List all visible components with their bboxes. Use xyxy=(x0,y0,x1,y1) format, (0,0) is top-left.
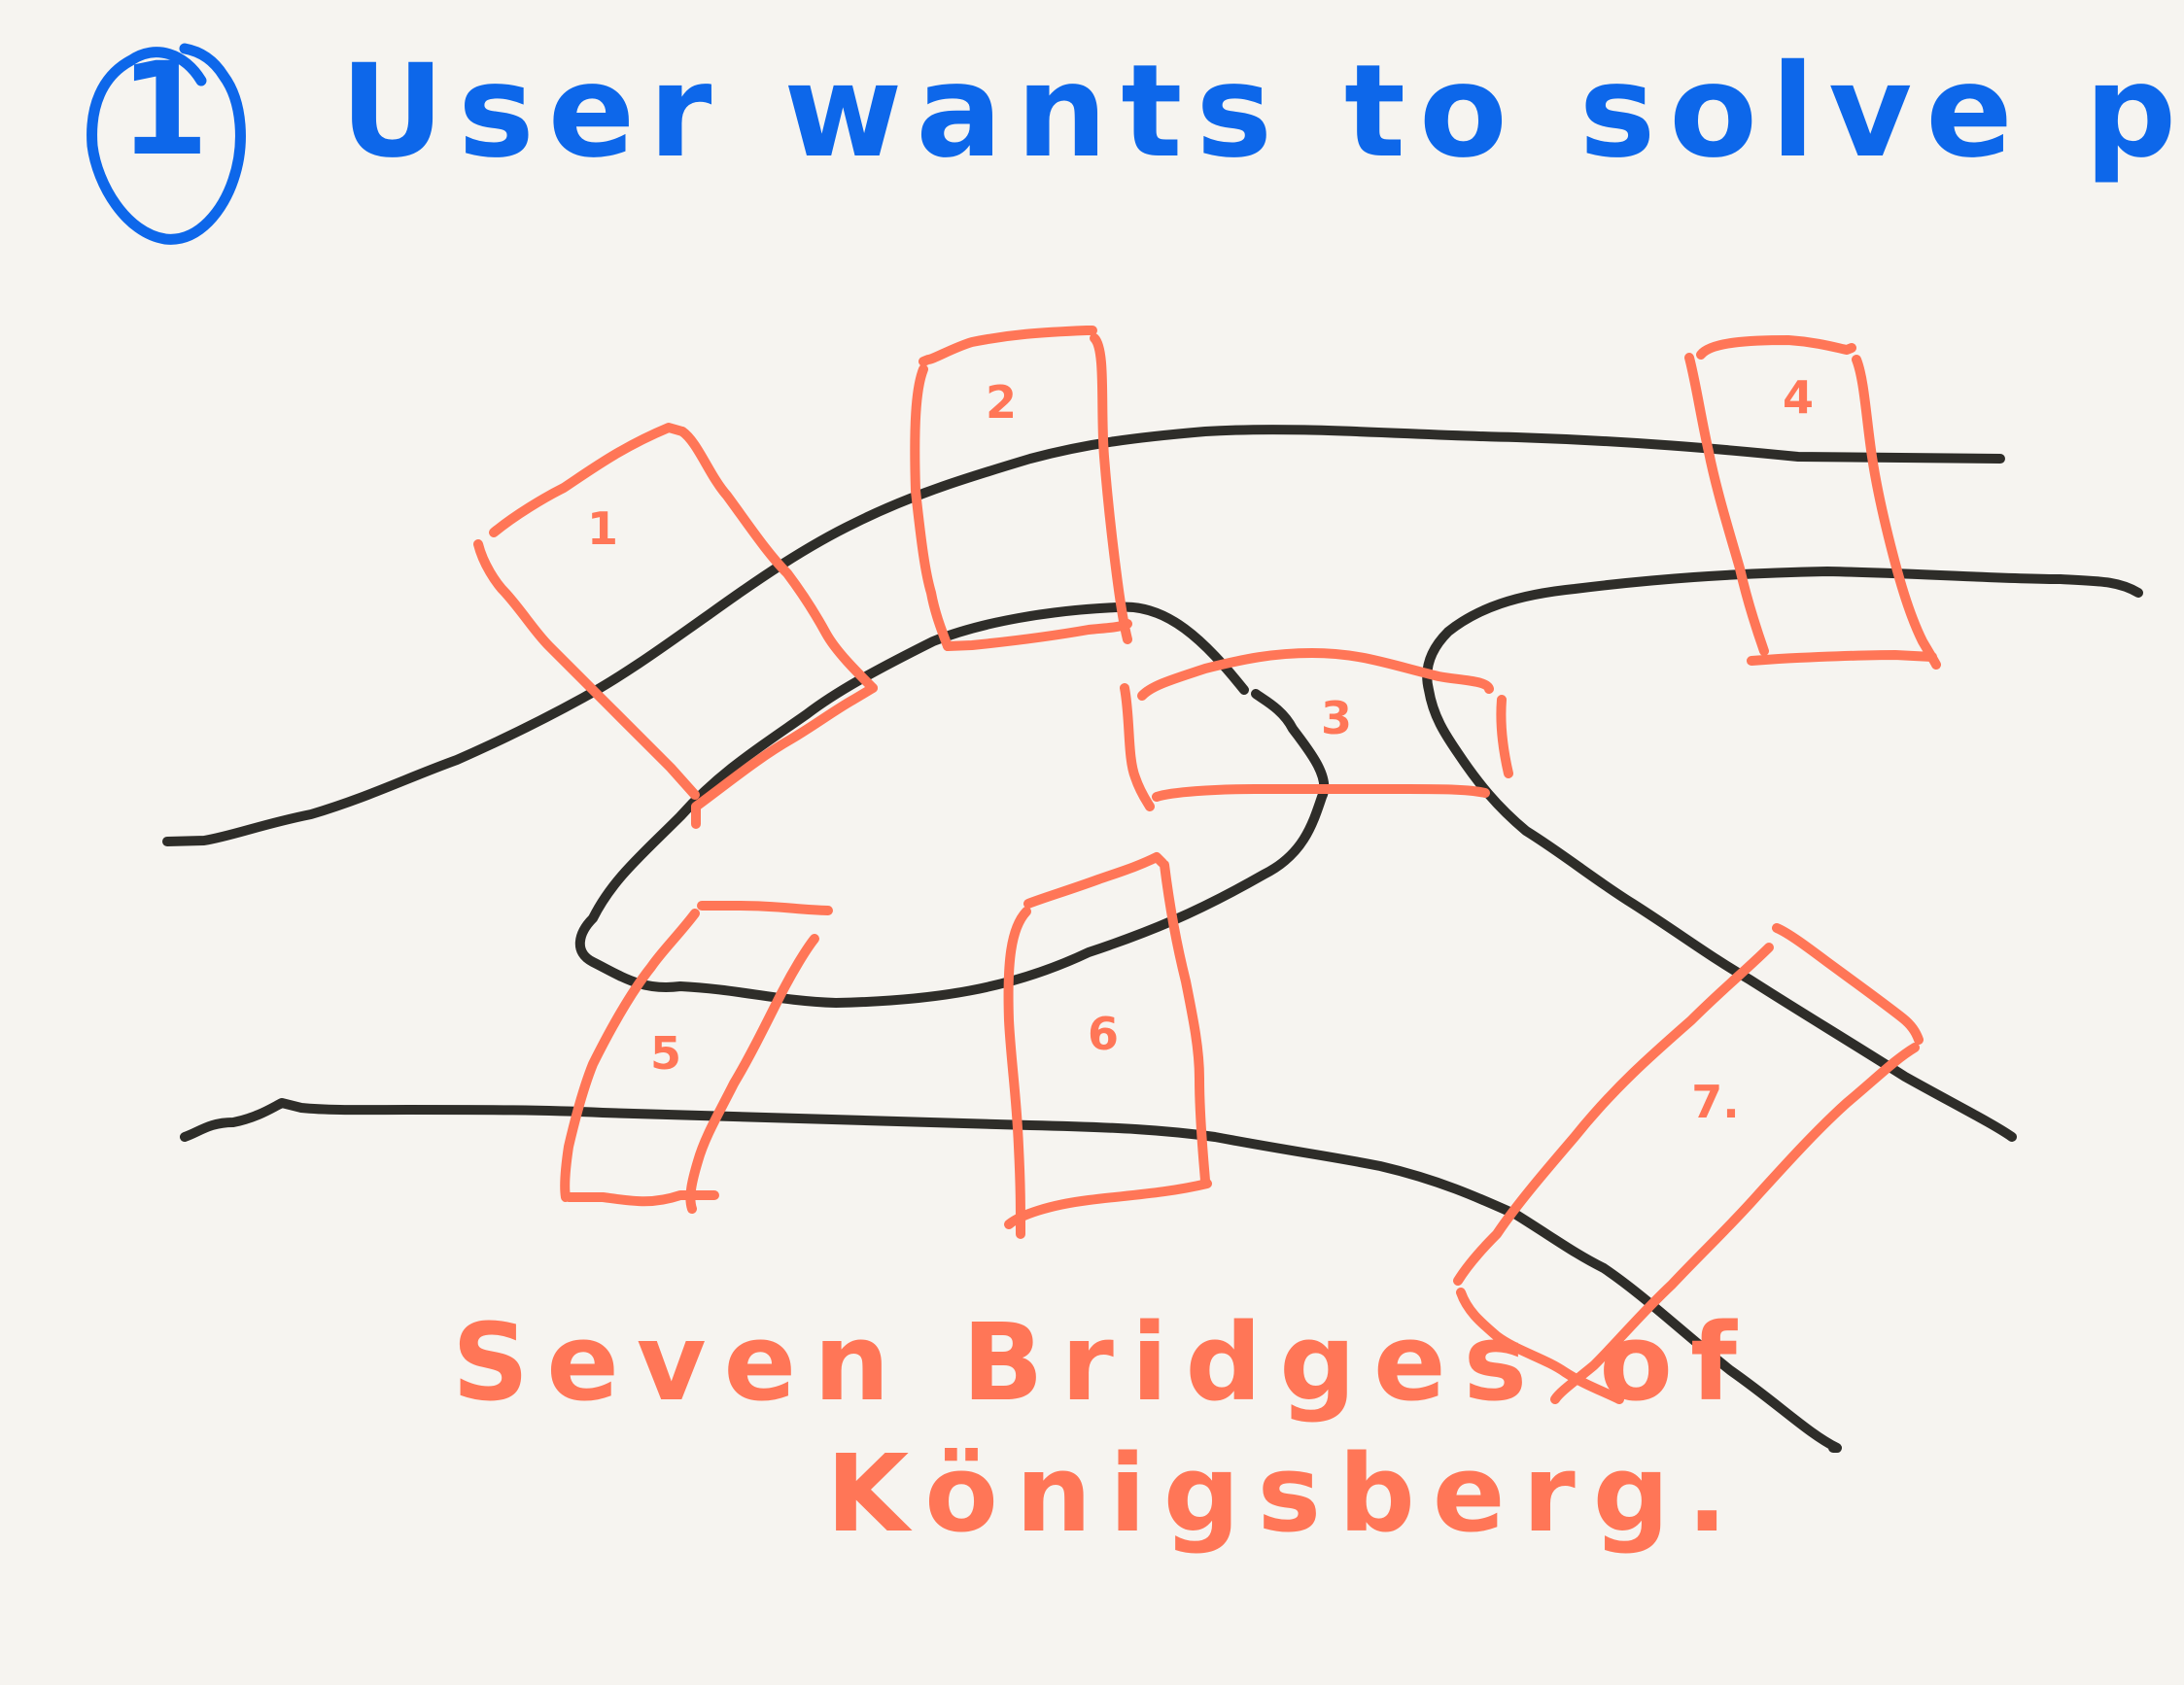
heading: 1 User wants to solve problem. xyxy=(87,35,2184,245)
bridge-2-label: 2 xyxy=(986,376,1017,429)
bridge-4-label: 4 xyxy=(1783,371,1814,424)
bridge-4: 4 xyxy=(1684,335,1941,670)
bridge-7: 7. xyxy=(1453,923,1924,1404)
river xyxy=(162,425,2143,1453)
bridge-7-label: 7. xyxy=(1691,1076,1739,1128)
bridges: 1 2 3 4 5 xyxy=(473,326,1941,1404)
caption-line-2: Königsberg. xyxy=(826,1431,1745,1556)
bridge-3: 3 xyxy=(1120,648,1513,811)
caption: Seven Bridges of Königsberg. xyxy=(452,1300,1754,1556)
river-east-branch xyxy=(1422,567,2143,1142)
river-north-bank xyxy=(162,425,2005,846)
bridge-1-label: 1 xyxy=(587,502,618,555)
bridge-3-label: 3 xyxy=(1321,692,1352,744)
bridge-5: 5 xyxy=(560,901,833,1214)
step-number: 1 xyxy=(120,35,223,185)
heading-text: User wants to solve problem. xyxy=(340,37,2184,187)
river-middle-bank xyxy=(574,602,1330,1008)
bridge-6-label: 6 xyxy=(1088,1008,1119,1060)
bridge-5-label: 5 xyxy=(650,1027,681,1080)
step-number-circle xyxy=(87,43,246,245)
bridge-2: 2 xyxy=(910,326,1132,651)
bridge-6: 6 xyxy=(1003,852,1212,1239)
river-south-bank xyxy=(180,1098,1842,1453)
bridge-1: 1 xyxy=(473,423,878,829)
caption-line-1: Seven Bridges of xyxy=(452,1300,1754,1425)
